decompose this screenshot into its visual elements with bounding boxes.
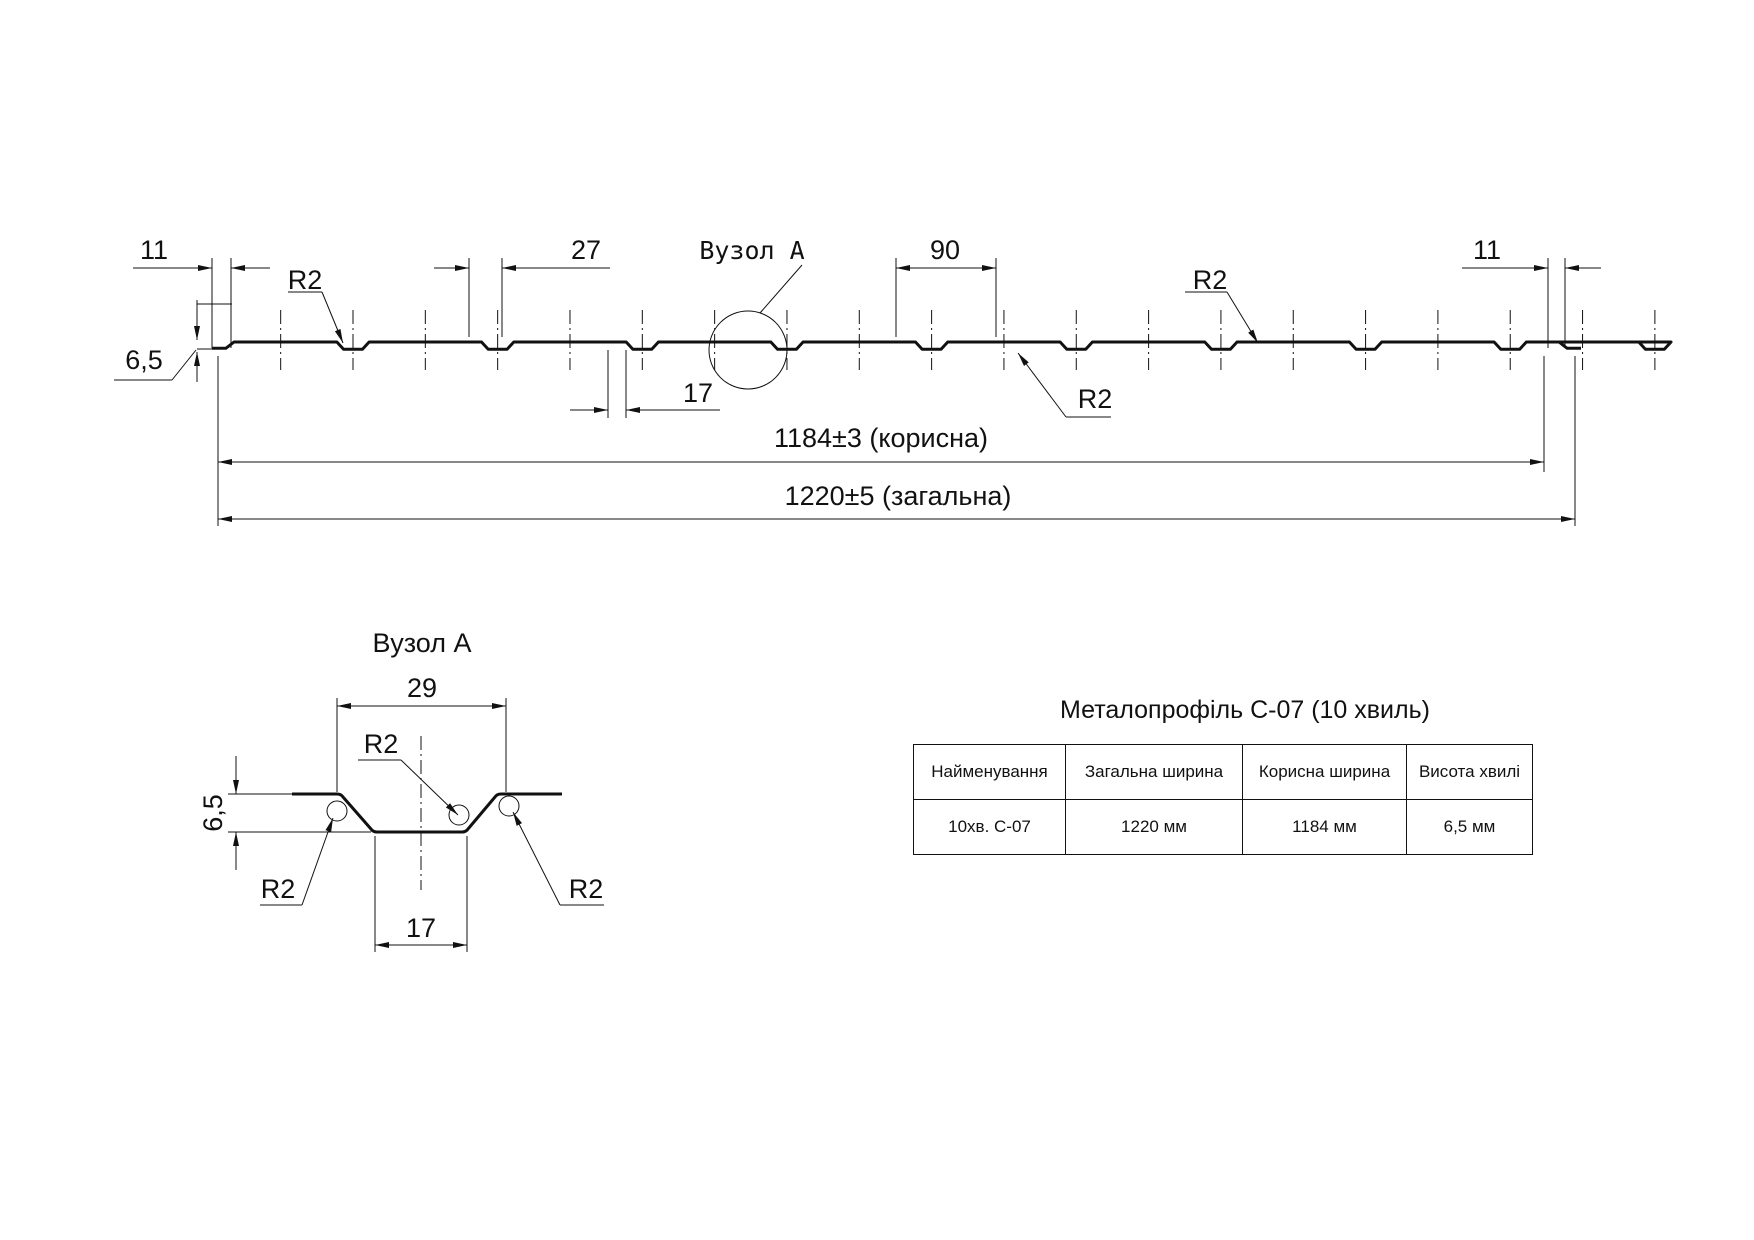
table-row: 10хв. С-07 1220 мм 1184 мм 6,5 мм: [913, 799, 1533, 855]
spec-cell-wave-height: 6,5 мм: [1406, 799, 1533, 855]
radius-label-mid: R2: [1078, 384, 1113, 414]
dim-top-flat-label: 27: [571, 235, 601, 265]
dim-bottom-main-label: 17: [683, 378, 713, 408]
radius-leader-mid: R2: [1017, 352, 1113, 418]
dim-height-main: 6,5: [114, 300, 232, 382]
dim-useful-width: 1184±3 (корисна): [217, 356, 1545, 472]
spec-table: Найменування Загальна ширина Корисна шир…: [913, 744, 1533, 855]
dim-edge-left: 11: [133, 235, 270, 348]
spec-col-total-width: Загальна ширина: [1065, 744, 1243, 800]
detail-radius-label-top: R2: [364, 729, 399, 759]
detail-dim-height: 6,5: [198, 756, 371, 870]
detail-radius-arc-left: [326, 800, 348, 822]
main-centerlines: [280, 310, 1656, 370]
radius-leader-left: R2: [288, 265, 344, 344]
dim-pitch: 90: [895, 235, 997, 337]
spec-col-name: Найменування: [913, 744, 1066, 800]
spec-title: Металопрофіль С-07 (10 хвиль): [1060, 696, 1430, 724]
detail-radius-label-right: R2: [569, 874, 604, 904]
detail-dim-top-label: 29: [407, 673, 437, 703]
detail-radius-leader-left: R2: [260, 817, 334, 906]
main-profile-view: 11 11 6,5 27: [114, 235, 1673, 526]
dim-height-main-label: 6,5: [125, 345, 163, 375]
dim-total-width: 1220±5 (загальна): [217, 356, 1576, 526]
spec-cell-name: 10хв. С-07: [913, 799, 1066, 855]
detail-radius-arc-right: [498, 795, 520, 817]
detail-radius-label-left: R2: [261, 874, 296, 904]
radius-label-right: R2: [1193, 265, 1228, 295]
detail-dim-bottom-label: 17: [406, 913, 436, 943]
detail-radius-leader-top: R2: [358, 729, 459, 816]
detail-radius-arc-mid: [448, 804, 470, 826]
detail-radius-leader-right: R2: [512, 811, 604, 906]
dim-edge-right-label: 11: [1473, 235, 1501, 265]
dim-pitch-label: 90: [930, 235, 960, 265]
dim-edge-left-label: 11: [140, 235, 168, 265]
spec-col-useful-width: Корисна ширина: [1242, 744, 1407, 800]
main-profile-line: [212, 340, 1673, 351]
dim-bottom-main: 17: [570, 350, 720, 418]
spec-cell-useful-width: 1184 мм: [1242, 799, 1407, 855]
dim-useful-width-label: 1184±3 (корисна): [774, 423, 988, 453]
spec-table-header-row: Найменування Загальна ширина Корисна шир…: [913, 744, 1533, 800]
radius-label-left: R2: [288, 265, 323, 295]
detail-dim-top: 29: [336, 673, 507, 792]
detail-view: Вузол А 29 17 6,5: [198, 628, 604, 952]
node-a-callout: Вузол А: [699, 236, 805, 390]
node-a-label: Вузол А: [699, 236, 804, 265]
radius-leader-right: R2: [1185, 265, 1259, 344]
dim-edge-right: 11: [1462, 235, 1601, 348]
detail-dim-height-label: 6,5: [198, 794, 228, 832]
dim-total-width-label: 1220±5 (загальна): [785, 481, 1012, 511]
dim-top-flat: 27: [434, 235, 610, 337]
spec-col-wave-height: Висота хвилі: [1406, 744, 1533, 800]
spec-cell-total-width: 1220 мм: [1065, 799, 1243, 855]
detail-profile-line: [292, 792, 562, 834]
detail-title: Вузол А: [373, 628, 472, 658]
detail-dim-bottom: 17: [374, 836, 468, 952]
